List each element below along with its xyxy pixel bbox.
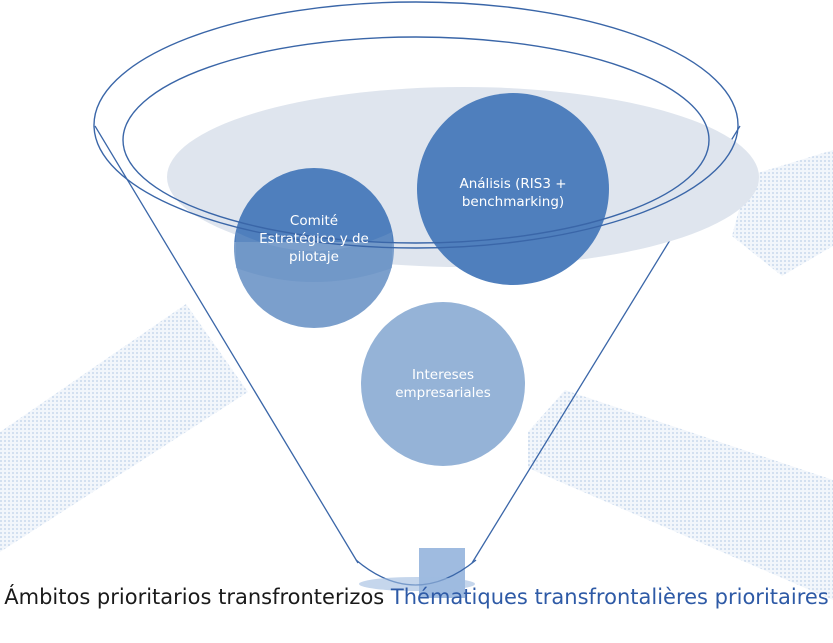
comite-label: Comité Estratégico y de pilotaje: [259, 213, 369, 265]
circle-intereses: [361, 302, 525, 466]
connector-line: [526, 402, 549, 433]
intereses-label: Intereses empresariales: [395, 367, 491, 401]
right-decorative-band: [528, 390, 833, 600]
analisis-label: Análisis (RIS3 + benchmarking): [459, 176, 567, 210]
funnel-left-side: [94, 125, 359, 564]
circle-comite: [234, 168, 394, 242]
funnel-outer-rim: [93, 1, 739, 249]
circle-analisis: [417, 93, 609, 285]
funnel-inner-rim: [122, 36, 710, 244]
funnel-caption: Ámbitos prioritarios transfronterizos Th…: [0, 584, 833, 611]
caption-french: Thématiques transfrontalières prioritair…: [390, 585, 829, 609]
left-decorative-band: [0, 304, 248, 552]
caption-spanish: Ámbitos prioritarios transfronterizos: [4, 585, 385, 609]
comite-transition-band: [236, 232, 392, 282]
funnel-bottom-glow: [359, 577, 475, 591]
